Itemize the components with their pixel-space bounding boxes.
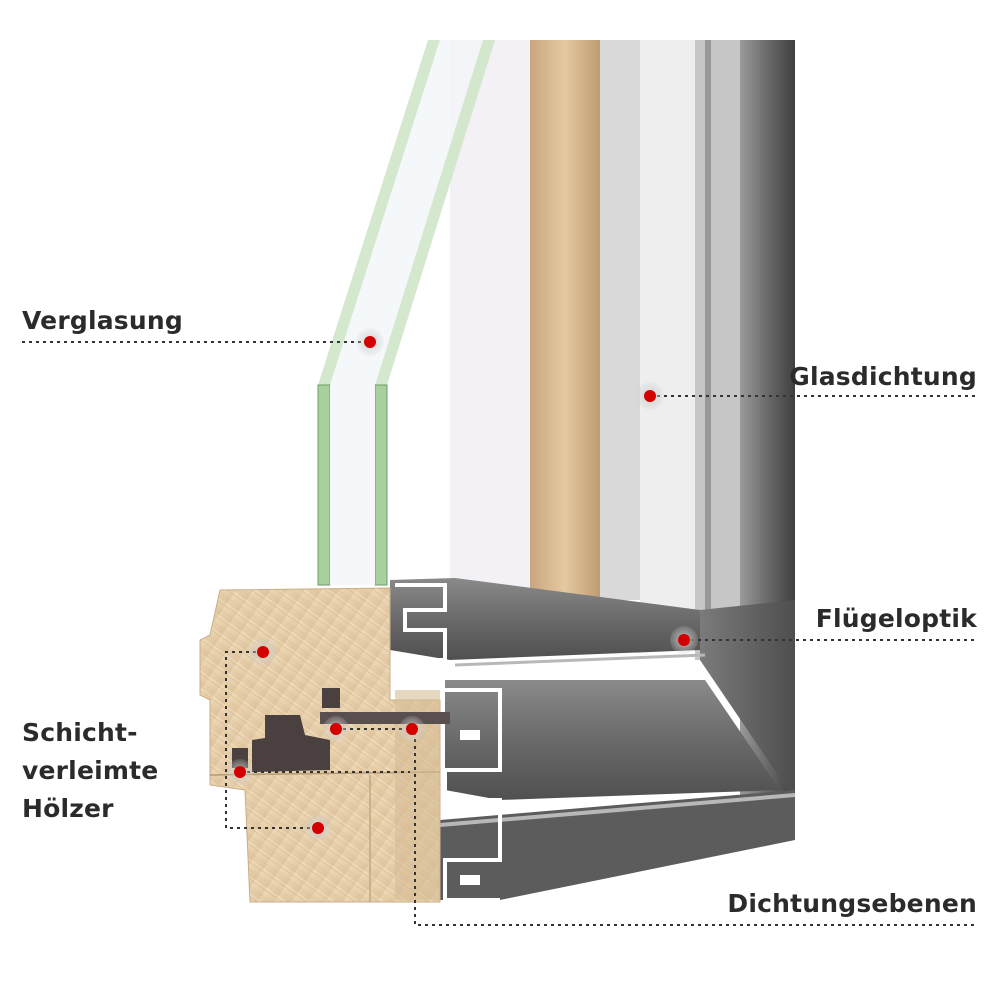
leader-lines	[22, 341, 978, 926]
marker-glasdichtung	[636, 382, 664, 410]
label-schicht-line2: verleimte	[22, 756, 159, 785]
marker-dichtung-2	[399, 716, 425, 742]
label-flugeloptik: Flügeloptik	[815, 604, 977, 633]
marker-holz-oben	[249, 638, 277, 666]
marker-dichtung-1	[323, 716, 349, 742]
label-glasdichtung: Glasdichtung	[789, 362, 977, 391]
markers	[227, 328, 698, 842]
label-dichtungsebenen: Dichtungsebenen	[727, 889, 977, 918]
leader-dichtung	[414, 725, 978, 926]
label-schicht-line1: Schicht-	[22, 718, 138, 747]
label-verglasung: Verglasung	[22, 306, 183, 335]
label-schicht-line3: Hölzer	[22, 794, 114, 823]
marker-verglasung	[356, 328, 384, 356]
marker-holz-mitte	[227, 759, 253, 785]
leader-schicht	[225, 651, 318, 829]
marker-flugeloptik	[670, 626, 698, 654]
label-schichtverleimte-hoelzer: Schicht- verleimte Hölzer	[22, 714, 158, 828]
aluminium-profile	[390, 578, 796, 902]
marker-holz-unten	[304, 814, 332, 842]
